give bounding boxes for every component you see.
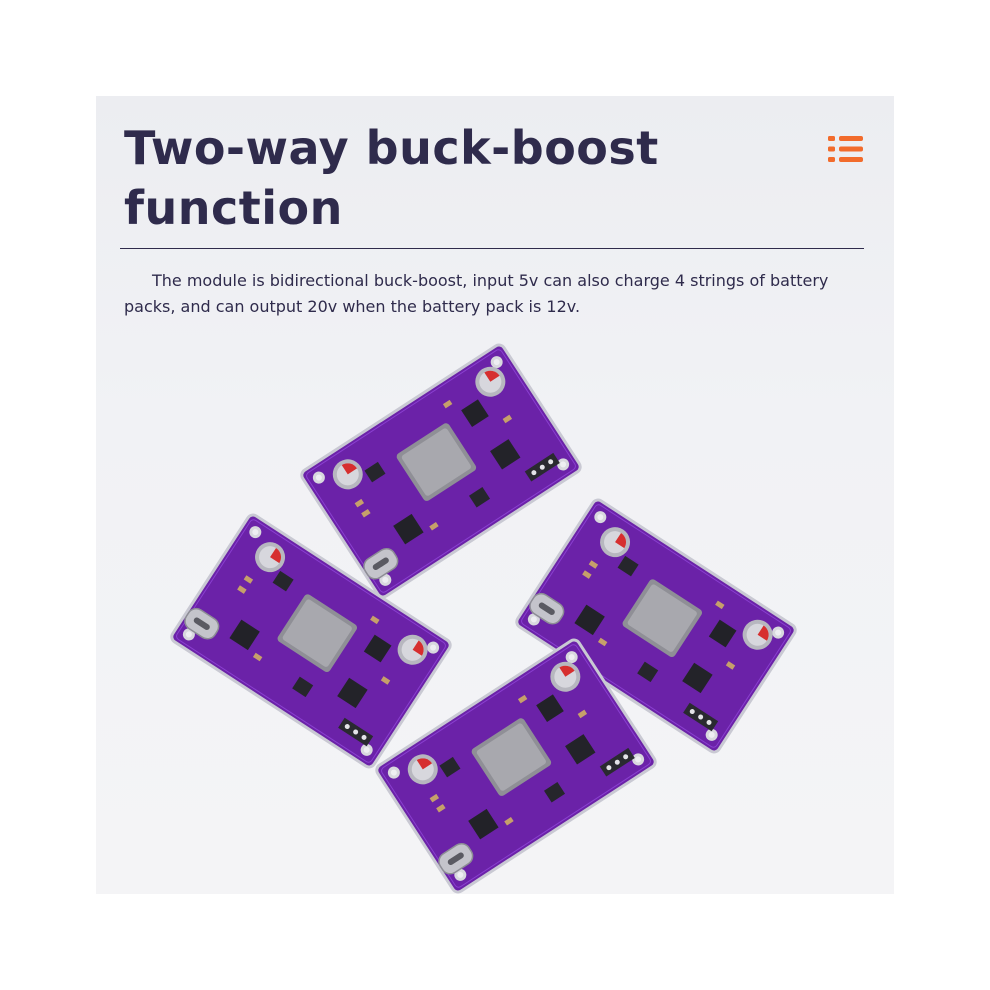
content-panel: Two-way buck-boost function The module i… xyxy=(96,96,894,894)
description-text: The module is bidirectional buck-boost, … xyxy=(124,271,829,316)
title-divider xyxy=(120,248,864,249)
page-title: Two-way buck-boost function xyxy=(124,121,659,235)
list-menu-icon[interactable] xyxy=(828,134,864,164)
product-photo xyxy=(168,341,799,894)
